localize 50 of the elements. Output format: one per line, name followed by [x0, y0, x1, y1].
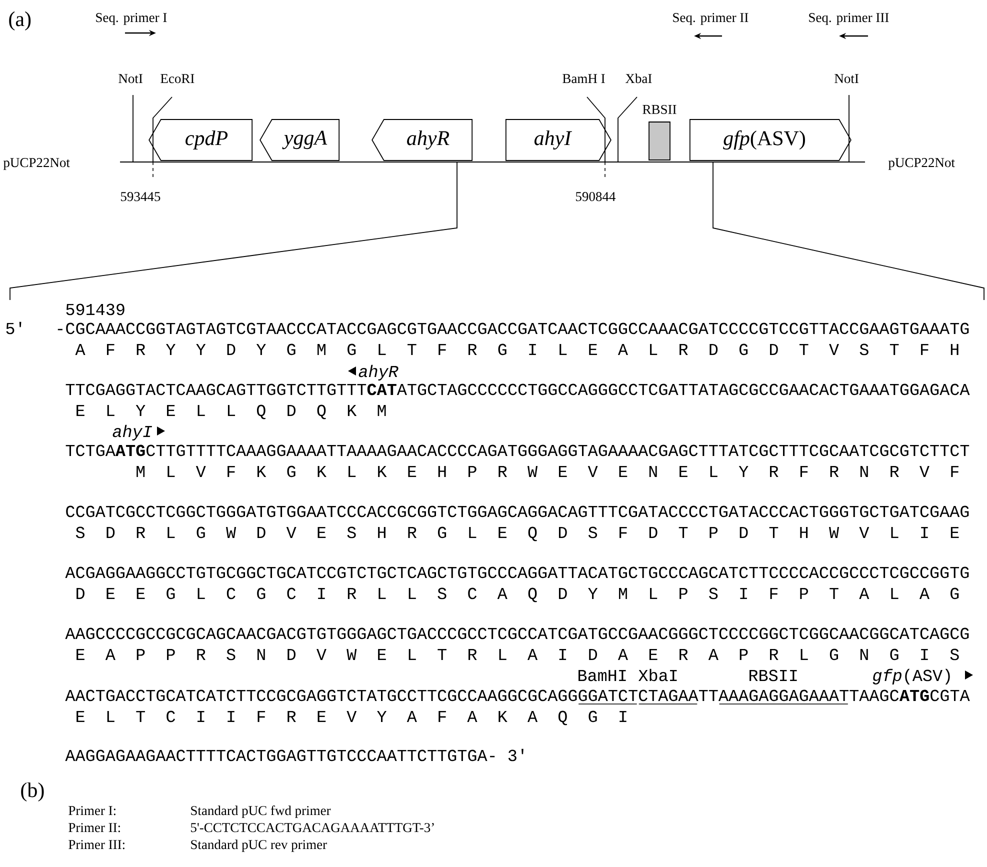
- vector-label: pUCP22Not: [3, 158, 70, 170]
- rbs-box: RBSII: [642, 104, 676, 160]
- gene-block: cpdP: [148, 119, 253, 161]
- gene-start-label: ahyI: [112, 424, 152, 440]
- vector-label: pUCP22Not: [888, 158, 955, 170]
- primer-label: Seq. primer III: [809, 13, 889, 25]
- position-number: 591439: [66, 304, 124, 316]
- amino-acid-sequence: D E E G L C G C I R L L S C A Q D Y M L P S I F P T A L A G: [76, 588, 959, 602]
- gene-start-label: ahyR: [358, 364, 398, 380]
- dna-sequence: AAGGAGAAGAACTTTTCACTGGAGTTGTCCCAATTCTTGTGA- 3': [65, 748, 524, 762]
- dna-sequence: -CGCAAACCGGTAGTAGTCGTAACCCATACCGAGCGTGAACCGACCGATCAACTCGGCCAAACGATCCCCGTCCGTTACCGAAGTGAAATG: [58, 322, 969, 334]
- site-label: BamH I: [562, 74, 605, 84]
- gene-block: ahyR: [372, 119, 473, 161]
- gene-block: ahyI: [505, 119, 612, 161]
- primer-name: Primer I:: [68, 806, 116, 816]
- site-label: RBSII: [750, 670, 797, 682]
- primer-name: Primer II:: [68, 823, 120, 832]
- primer-description: Standard pUC rev primer: [191, 840, 327, 852]
- primer-label: Seq. primer II: [673, 13, 748, 25]
- panel-label: (a): [9, 11, 31, 30]
- amino-acid-sequence: E L Y E L L Q D Q K M: [76, 404, 386, 420]
- primer-name: Primer III:: [68, 840, 124, 850]
- site-label: BamHI: [578, 670, 626, 682]
- position-number: 590844: [576, 192, 616, 202]
- site-label: XbaI: [638, 668, 677, 682]
- site-label: NotI: [834, 74, 858, 84]
- amino-acid-sequence: S D R L G W D V E S H R G L E Q D S F D T P D T H W V L I E: [76, 526, 959, 542]
- position-number: 593445: [120, 192, 160, 202]
- dna-sequence: TTCGAGGTACTCAAGCAGTTGGTCTTGTTTCATATGCTAGCCCCCCTGGCCAGGGCCTCGATTATAGCGCCGAACACTGAAATGGAGACA: [66, 384, 970, 396]
- site-label: EcoRI: [160, 74, 194, 84]
- dna-sequence: ACGAGGAAGGCCTGTGCGGCTGCATCCGTCTGCTCAGCTGTGCCCAGGATTACATGCTGCCCAGCATCTTCCCCACCGCCCTCGCCGGTG: [65, 566, 969, 578]
- primer-description: Standard pUC fwd primer: [191, 806, 331, 818]
- amino-acid-sequence: E A P P R S N D V W E L T R L A I D A E R A P R L G N G I S: [76, 648, 959, 660]
- gene-block: gfp(ASV): [689, 119, 852, 161]
- primer-sequence: 5'-CCTCTCCACTGACAGAAAATTTGT-3’: [191, 823, 434, 832]
- dna-sequence: TCTGAATGCTTGTTTTCAAAGGAAAATTAAAAGAACACCCCAGATGGGAGGTAGAAAACGAGCTTTATCGCTTTCGCAATCGCGTCTTCT: [66, 444, 970, 456]
- site-label: XbaI: [626, 74, 652, 84]
- gene-start-label: gfp(ASV): [872, 668, 950, 684]
- amino-acid-sequence: E L T C I I F R E V Y A F A K A Q G I: [76, 710, 626, 726]
- primer-label: Seq. primer I: [96, 13, 167, 25]
- dna-sequence: AAGCCCCGCCGCGCAGCAACGACGTGTGGGAGCTGACCCGCCTCGCCATCGATGCCGAACGGGCTCCCCGGCTCGGCAACGGCATCAGCG: [65, 628, 969, 640]
- amino-acid-sequence: A F R Y Y D Y G M G L T F R G I L E A L R D G D T V S T F H: [75, 344, 958, 356]
- panel-label: (b): [21, 782, 44, 802]
- amino-acid-sequence: M L V F K G K L K E H P R W E V E N E L Y R F R N R V F: [136, 466, 958, 478]
- site-label: NotI: [118, 74, 142, 84]
- gene-block: yggA: [260, 119, 340, 161]
- dna-sequence: AACTGACCTGCATCATCTTCCGCGAGGTCTATGCCTTCGCCAAGGCGCAGGGGATCTCTAGAATTAAAGAGGAGAAATTAAGCATGCGTA: [65, 690, 970, 702]
- dna-sequence: CCGATCGCCTCGGCTGGGATGTGGAATCCCACCGCGGTCTGGAGCAGGACAGTTTCGATACCCCTGATACCCACTGGGTGCTGATCGAAG: [66, 506, 969, 518]
- strand-end-label: 5': [6, 322, 22, 334]
- node-label: RBSII: [642, 104, 676, 114]
